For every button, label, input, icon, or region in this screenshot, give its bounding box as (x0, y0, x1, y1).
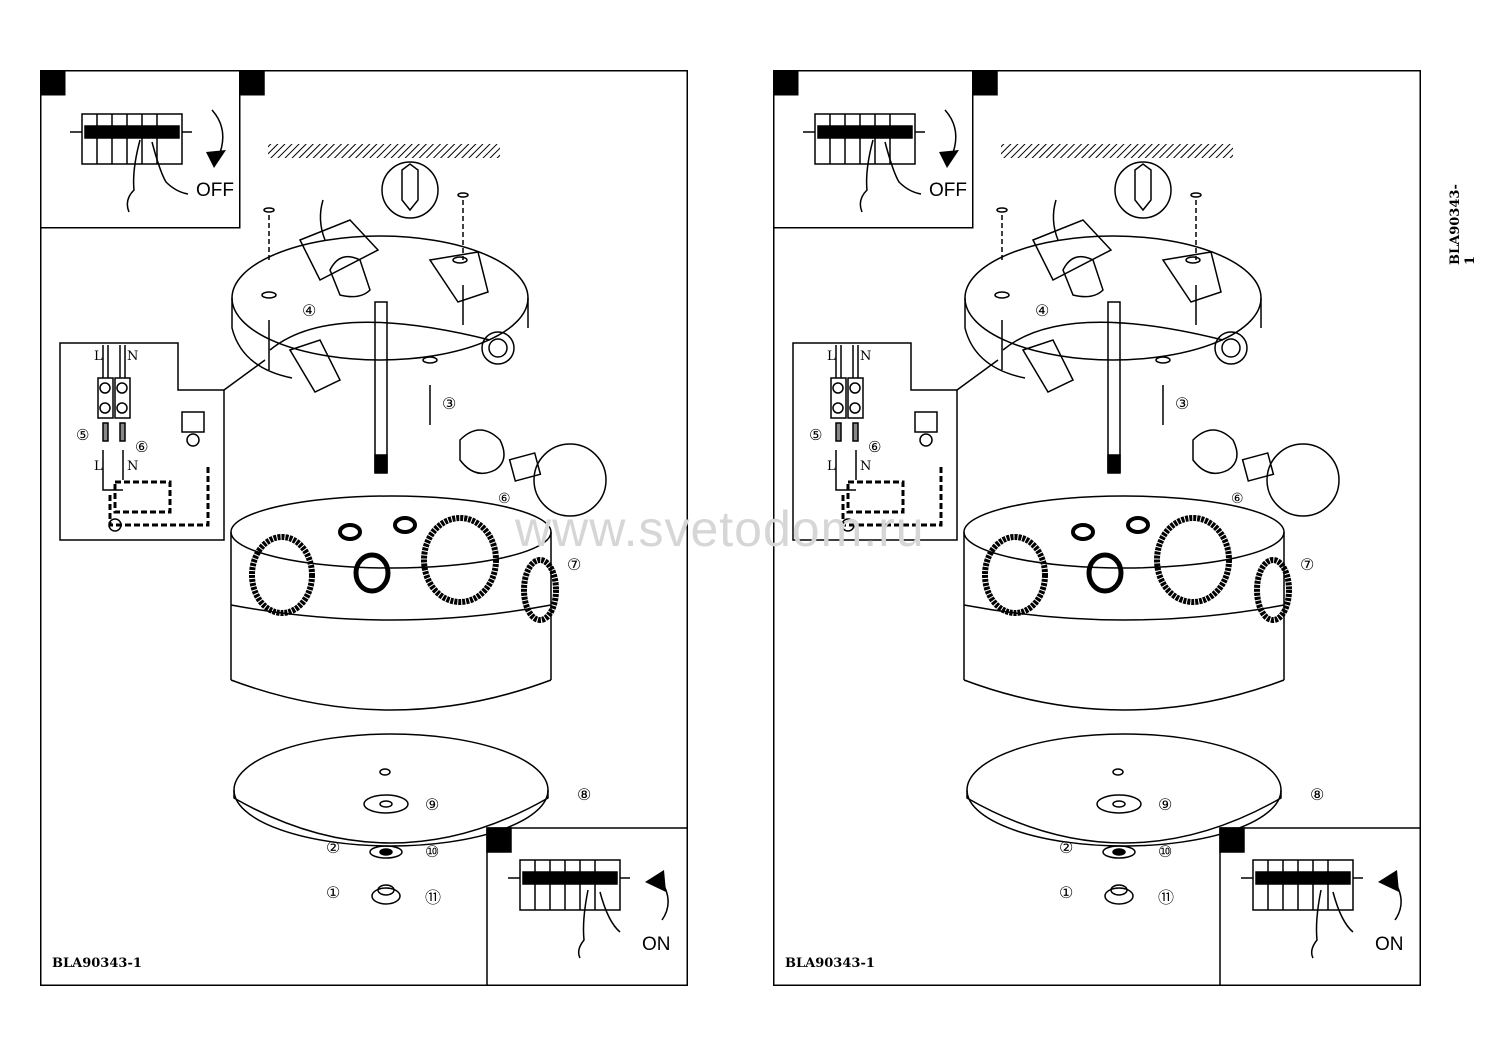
finial-nut (369, 845, 403, 905)
step-8: ⑧ (577, 785, 591, 804)
neutral-label: N (860, 349, 871, 364)
screw-anchor-detail (1114, 161, 1172, 219)
step-5: ⑤ (809, 426, 822, 444)
hand-icon (126, 139, 189, 213)
step-9: ⑨ (1158, 795, 1172, 814)
hand-icon (859, 139, 922, 213)
step-3: ③ (1175, 394, 1189, 413)
step-4: ④ (1035, 301, 1049, 320)
inset-a-switch-off: A OFF (773, 70, 974, 229)
step-2: ② (1059, 838, 1073, 857)
vertical-model-code: BLA90343-1 (1448, 184, 1478, 265)
model-code: BLA90343-1 (785, 956, 875, 971)
label-c: C (493, 831, 505, 850)
step-11: ⑪ (425, 888, 441, 907)
on-label: ON (642, 934, 671, 955)
lamp-socket (1021, 339, 1075, 393)
step-4: ④ (302, 301, 316, 320)
hand-icon (577, 889, 621, 959)
ceiling-hatch (268, 144, 500, 158)
inset-c-switch-on: C ON (486, 827, 688, 986)
threaded-rod (374, 301, 388, 473)
panel-border (773, 70, 1421, 986)
live-label: L (827, 459, 836, 474)
neutral-label: N (860, 459, 871, 474)
mounting-plate (964, 219, 1262, 425)
step-3: ③ (442, 394, 456, 413)
wall-plug-icon (401, 163, 419, 212)
breaker-icon (803, 113, 925, 165)
instruction-panel: A OFF B ④ ③ ⑥ (40, 70, 688, 986)
step-11: ⑪ (1158, 888, 1174, 907)
drum-shade (963, 495, 1292, 711)
step-1: ① (326, 883, 340, 902)
neutral-label: N (127, 349, 138, 364)
step-10: ⑩ (425, 842, 439, 861)
step-1: ① (1059, 883, 1073, 902)
off-label: OFF (196, 180, 234, 201)
model-code: BLA90343-1 (52, 956, 142, 971)
step-9: ⑨ (425, 795, 439, 814)
step-10: ⑩ (1158, 842, 1172, 861)
step-6: ⑥ (868, 438, 881, 456)
step-6: ⑥ (498, 491, 511, 507)
ceiling-hatch (1001, 144, 1233, 158)
watermark: www.svetodom.ru (515, 501, 925, 557)
inset-a-switch-off: A OFF (40, 70, 241, 229)
threaded-rod (1107, 301, 1121, 473)
breaker-icon (70, 113, 192, 165)
lamp-socket (329, 255, 371, 298)
step-7: ⑦ (567, 555, 581, 574)
label-c: C (1226, 831, 1238, 850)
assembly-diagram: A OFF B ④ ③ ⑥ (40, 70, 688, 986)
assembly-diagram: A OFF B ④ ③ ⑥ (773, 70, 1421, 986)
light-bulb (459, 429, 607, 517)
light-bulb (1192, 429, 1340, 517)
step-2: ② (326, 838, 340, 857)
step-8: ⑧ (1310, 785, 1324, 804)
label-a: A (779, 74, 791, 93)
finial-nut (1102, 845, 1136, 905)
wiring-detail: L N L N ⑤ ⑥ (59, 342, 266, 541)
live-label: L (94, 349, 103, 364)
wall-plug-icon (1134, 163, 1152, 212)
instruction-panel-duplicate: A OFF B ④ ③ ⑥ (773, 70, 1421, 986)
label-a: A (46, 74, 58, 93)
label-b: B (246, 74, 257, 93)
breaker-icon (1241, 859, 1363, 911)
lamp-socket (288, 339, 342, 393)
label-b: B (979, 74, 990, 93)
on-label: ON (1375, 934, 1404, 955)
wiring-detail: L N L N ⑤ ⑥ (792, 342, 999, 541)
off-label: OFF (929, 180, 967, 201)
hand-icon (1310, 889, 1354, 959)
inset-c-switch-on: C ON (1219, 827, 1421, 986)
step-5: ⑤ (76, 426, 89, 444)
live-label: L (827, 349, 836, 364)
mounting-plate (231, 219, 529, 425)
step-6: ⑥ (1231, 491, 1244, 507)
drum-shade (230, 495, 559, 711)
neutral-label: N (127, 459, 138, 474)
panel-border (40, 70, 688, 986)
breaker-icon (508, 859, 630, 911)
step-6: ⑥ (135, 438, 148, 456)
step-7: ⑦ (1300, 555, 1314, 574)
screw-anchor-detail (381, 161, 439, 219)
live-label: L (94, 459, 103, 474)
lamp-socket (1062, 255, 1104, 298)
